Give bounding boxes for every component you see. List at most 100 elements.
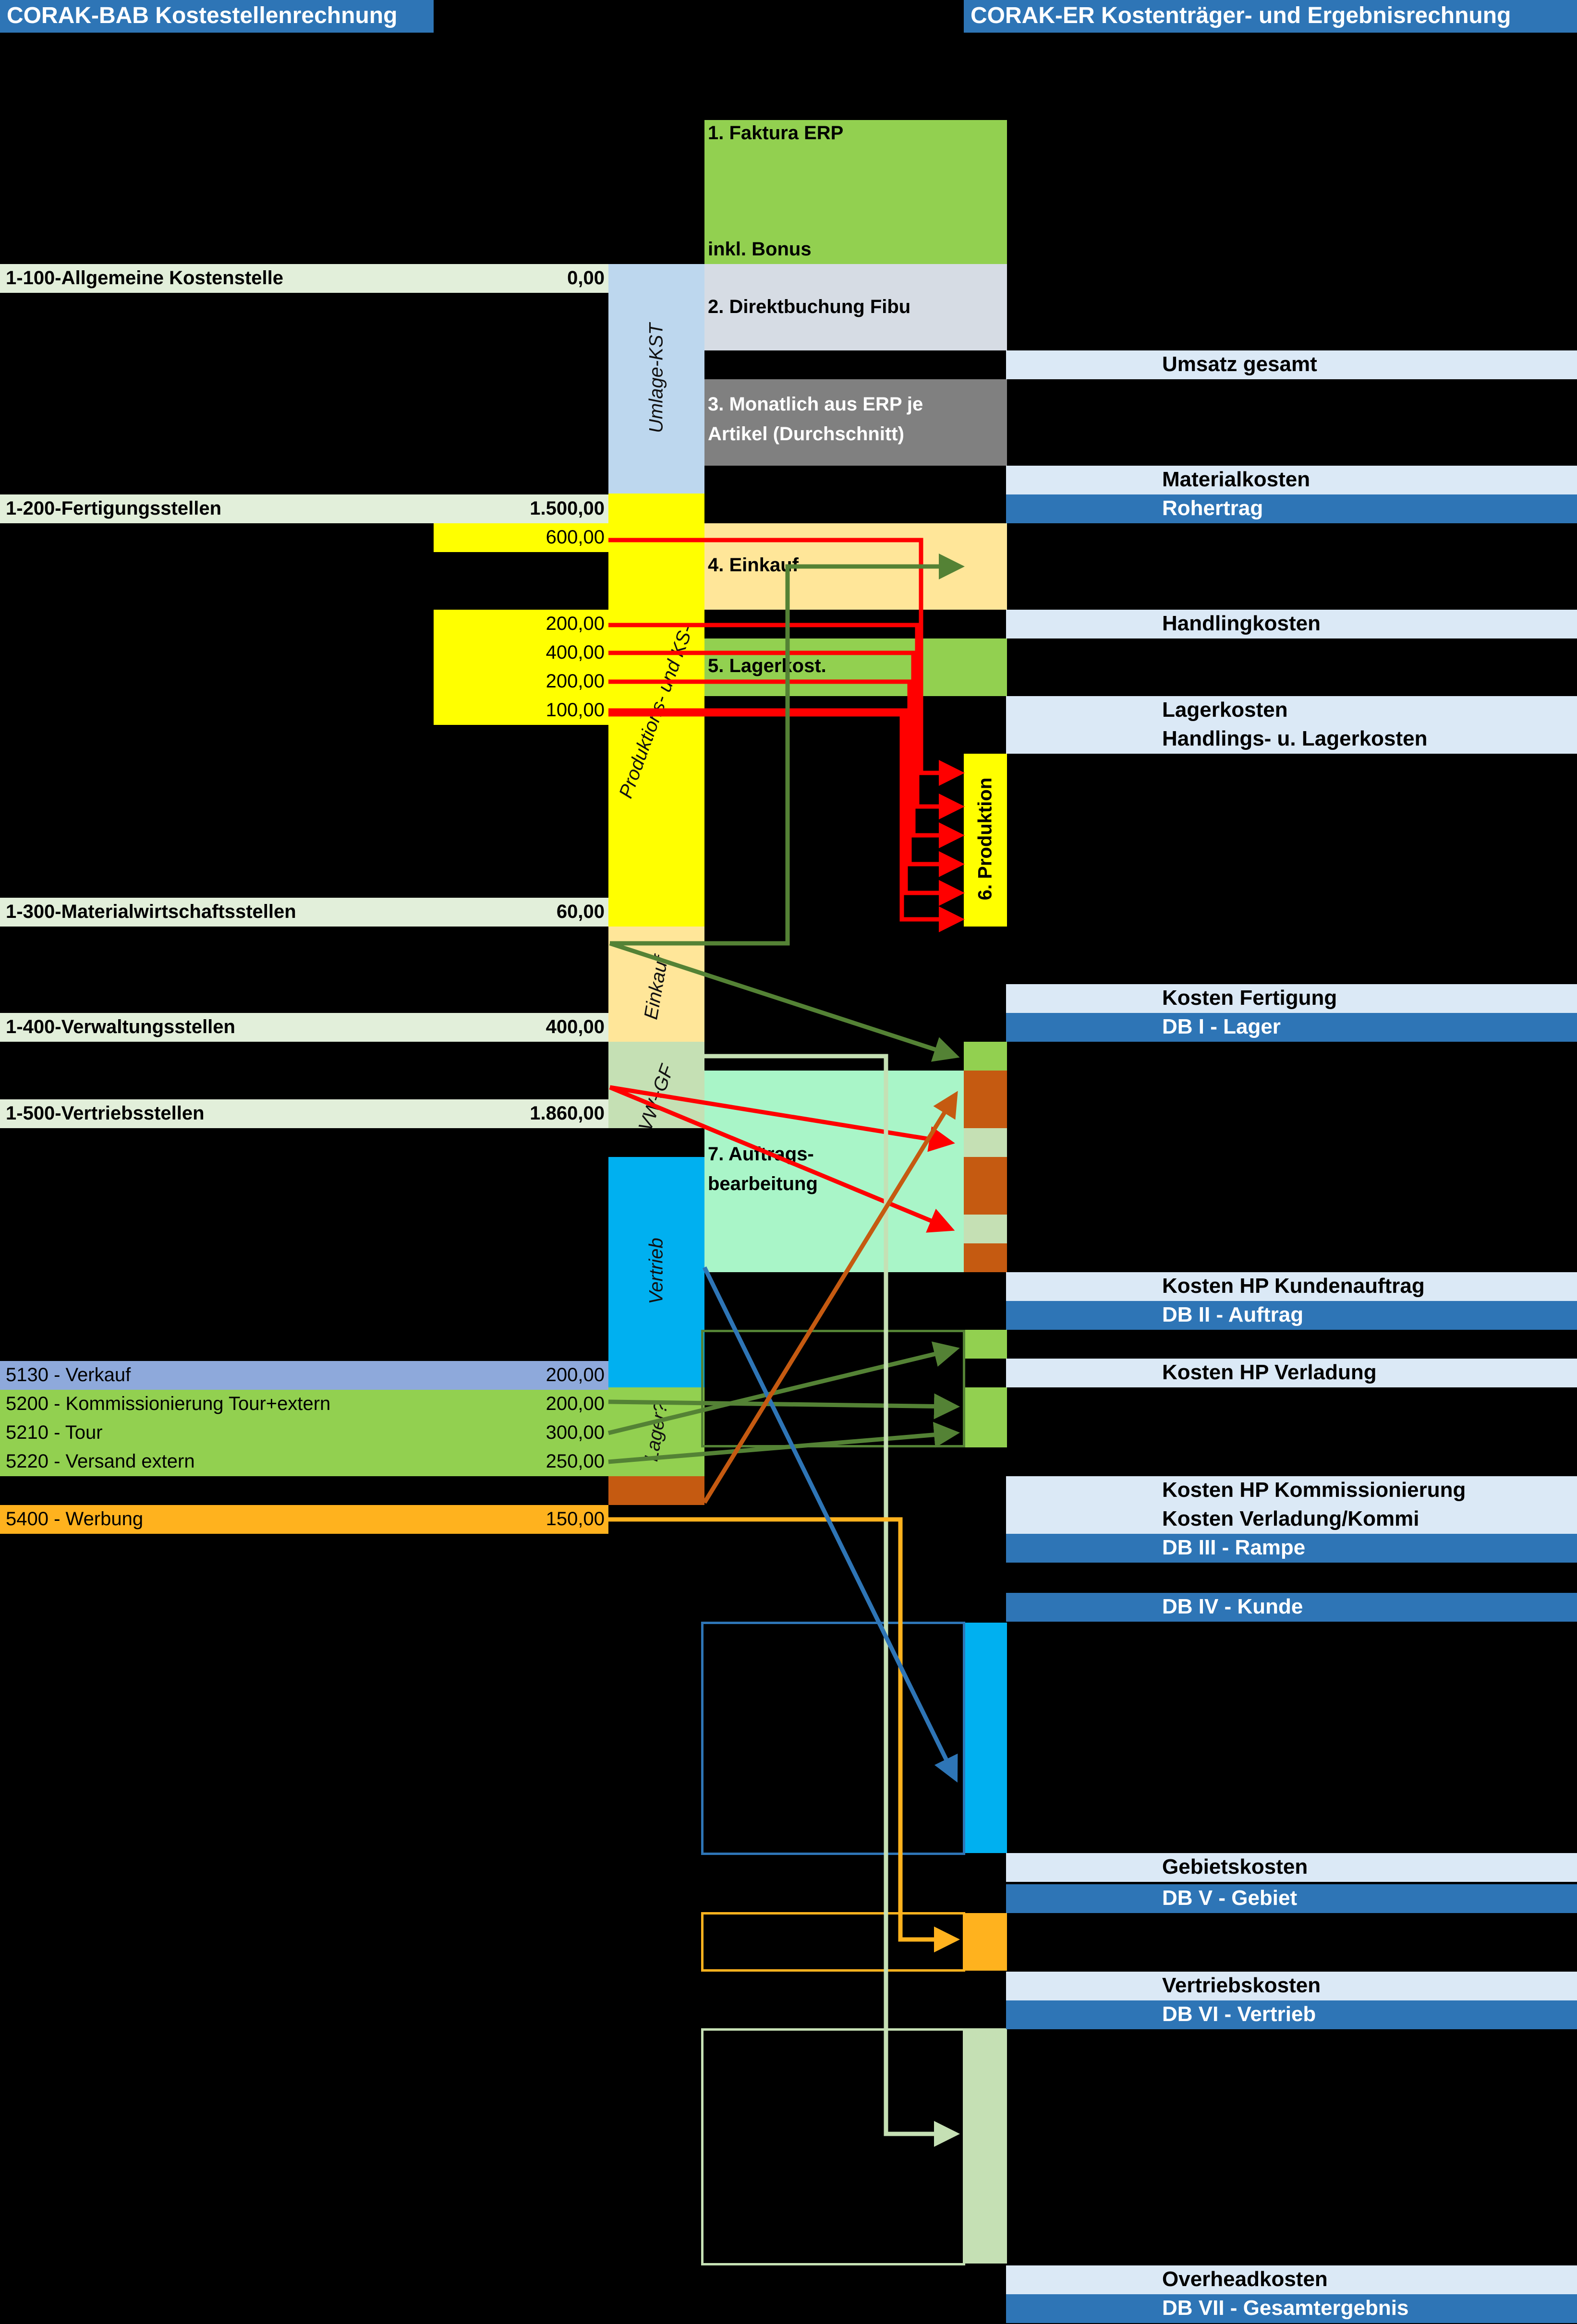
prod-value-row: 100,00	[434, 696, 608, 725]
faktura-erp-block	[704, 120, 1007, 264]
er-row-db6-vertrieb: DB VI - Vertrieb	[1006, 2000, 1577, 2029]
er-title: CORAK-ER Kostenträger- und Ergebnisrechn…	[964, 0, 1577, 33]
lightgreen-overhead-arrow	[608, 1054, 960, 2147]
red-arrow	[608, 708, 965, 906]
einkauf-block-title: 4. Einkauf	[708, 554, 799, 576]
bab-row-value: 150,00	[546, 1508, 605, 1529]
bab-title: CORAK-BAB Kostestellenrechnung	[0, 0, 434, 33]
er-row-kosten-hp-kundenauftrag: Kosten HP Kundenauftrag	[1006, 1272, 1577, 1301]
werbung-outline	[701, 1912, 965, 1972]
er-row-db4-kunde: DB IV - Kunde	[1006, 1593, 1577, 1622]
marker-auftrag-light-2	[964, 1215, 1007, 1243]
er-row-handlings-lagerkosten: Handlings- u. Lagerkosten	[1006, 725, 1577, 754]
bab-row-value: 1.500,00	[530, 498, 605, 519]
green-arrow	[609, 941, 960, 1062]
marker-auftrag-rust-3	[964, 1243, 1007, 1272]
bab-row-value: 400,00	[546, 1016, 605, 1037]
red-arrow	[608, 650, 965, 848]
marker-overhead-lightgreen	[964, 2028, 1007, 2264]
red-production-arrows	[608, 538, 965, 1233]
er-row-kosten-hp-kommissionierung: Kosten HP Kommissionierung	[1006, 1476, 1577, 1505]
blue-vertrieb-arrow	[702, 1266, 958, 1783]
marker-verladung-green-1	[964, 1330, 1007, 1359]
bab-row-kommissionierung: 5200 - Kommissionierung Tour+extern 200,…	[0, 1390, 608, 1419]
bab-row-value: 250,00	[546, 1451, 605, 1472]
lager-rust-column	[608, 1476, 704, 1505]
er-row-rohertrag: Rohertrag	[1006, 494, 1577, 523]
faktura-erp-subtitle: inkl. Bonus	[708, 239, 812, 260]
er-row-kosten-hp-verladung: Kosten HP Verladung	[1006, 1359, 1577, 1387]
bab-row-value: 1.860,00	[530, 1103, 605, 1124]
marker-auftrag-light-1	[964, 1128, 1007, 1157]
bab-row-label: 1-500-Vertriebsstellen	[6, 1103, 205, 1124]
bab-row-label: 5200 - Kommissionierung Tour+extern	[6, 1393, 331, 1414]
auftragsbearbeitung-block	[704, 1071, 964, 1272]
red-arrow	[609, 1085, 955, 1233]
bab-row-verwaltung: 1-400-Verwaltungsstellen 400,00	[0, 1013, 608, 1042]
er-row-vertriebskosten: Vertriebskosten	[1006, 1972, 1577, 2000]
er-row-lagerkosten: Lagerkosten	[1006, 696, 1577, 725]
verladung-outline	[701, 1330, 965, 1447]
bab-row-label: 5400 - Werbung	[6, 1508, 144, 1529]
bab-row-werbung: 5400 - Werbung 150,00	[0, 1505, 608, 1534]
er-row-db1-lager: DB I - Lager	[1006, 1013, 1577, 1042]
faktura-erp-title: 1. Faktura ERP	[708, 122, 844, 144]
bab-row-allgemein: 1-100-Allgemeine Kostenstelle 0,00	[0, 264, 608, 293]
bab-row-label: 1-200-Fertigungsstellen	[6, 498, 222, 519]
bab-row-label: 5130 - Verkauf	[6, 1364, 131, 1385]
umlage-kst-column	[608, 264, 704, 494]
bab-row-label: 1-100-Allgemeine Kostenstelle	[6, 267, 283, 289]
green-arrows	[607, 554, 965, 1464]
red-arrow	[608, 538, 965, 786]
direktbuchung-title: 2. Direktbuchung Fibu	[708, 296, 911, 317]
marker-db1-green	[964, 1042, 1007, 1071]
green-arrow	[610, 554, 965, 946]
vertrieb-column	[608, 1157, 704, 1387]
prod-value: 600,00	[546, 527, 605, 548]
bab-row-value: 300,00	[546, 1422, 605, 1443]
direktbuchung-block	[704, 264, 1007, 350]
overhead-outline	[701, 2028, 965, 2265]
bab-row-vertrieb: 1-500-Vertriebsstellen 1.860,00	[0, 1099, 608, 1128]
bab-row-versand-extern: 5220 - Versand extern 250,00	[0, 1447, 608, 1476]
bab-row-value: 0,00	[567, 267, 605, 289]
bab-row-materialwirtschaft: 1-300-Materialwirtschaftsstellen 60,00	[0, 898, 608, 927]
bab-row-fertigung: 1-200-Fertigungsstellen 1.500,00	[0, 494, 608, 523]
green-arrow	[608, 1393, 960, 1420]
bab-row-value: 200,00	[546, 1364, 605, 1385]
prod-value-row: 400,00	[434, 638, 608, 667]
produktion-box	[964, 754, 1007, 927]
prod-value: 100,00	[546, 699, 605, 721]
er-row-kosten-verladung-kommi: Kosten Verladung/Kommi	[1006, 1505, 1577, 1534]
bab-row-label: 1-400-Verwaltungsstellen	[6, 1016, 235, 1037]
er-row-kosten-fertigung: Kosten Fertigung	[1006, 984, 1577, 1013]
bab-row-value: 200,00	[546, 1393, 605, 1414]
marker-auftrag-rust-1	[964, 1071, 1007, 1128]
er-row-db3-rampe: DB III - Rampe	[1006, 1534, 1577, 1563]
er-row-gebietskosten: Gebietskosten	[1006, 1853, 1577, 1882]
bab-row-label: 5210 - Tour	[6, 1422, 103, 1443]
prod-value-row: 600,00	[434, 523, 608, 552]
green-arrow	[608, 1421, 960, 1464]
monatlich-erp-block	[704, 379, 1007, 466]
monatlich-erp-line1: 3. Monatlich aus ERP je	[708, 394, 923, 415]
bab-row-label: 5220 - Versand extern	[6, 1451, 195, 1472]
red-arrow	[609, 1085, 955, 1152]
auftragsbearbeitung-line2: bearbeitung	[708, 1173, 818, 1194]
marker-werbung-orange	[964, 1913, 1007, 1971]
marker-verladung-green-2	[964, 1387, 1007, 1447]
red-arrow	[608, 623, 965, 819]
bab-row-verkauf: 5130 - Verkauf 200,00	[0, 1361, 608, 1390]
prod-value-row: 200,00	[434, 610, 608, 638]
marker-auftrag-rust-2	[964, 1157, 1007, 1215]
einkauf-column	[608, 927, 704, 1042]
lagerkost-block	[704, 638, 1007, 696]
prod-value-row: 200,00	[434, 667, 608, 696]
bab-row-label: 1-300-Materialwirtschaftsstellen	[6, 901, 296, 922]
bab-row-tour: 5210 - Tour 300,00	[0, 1419, 608, 1447]
green-arrow	[607, 1341, 960, 1435]
marker-kunde-cyan	[964, 1623, 1007, 1853]
bab-row-value: 60,00	[556, 901, 605, 922]
prod-value: 200,00	[546, 671, 605, 692]
